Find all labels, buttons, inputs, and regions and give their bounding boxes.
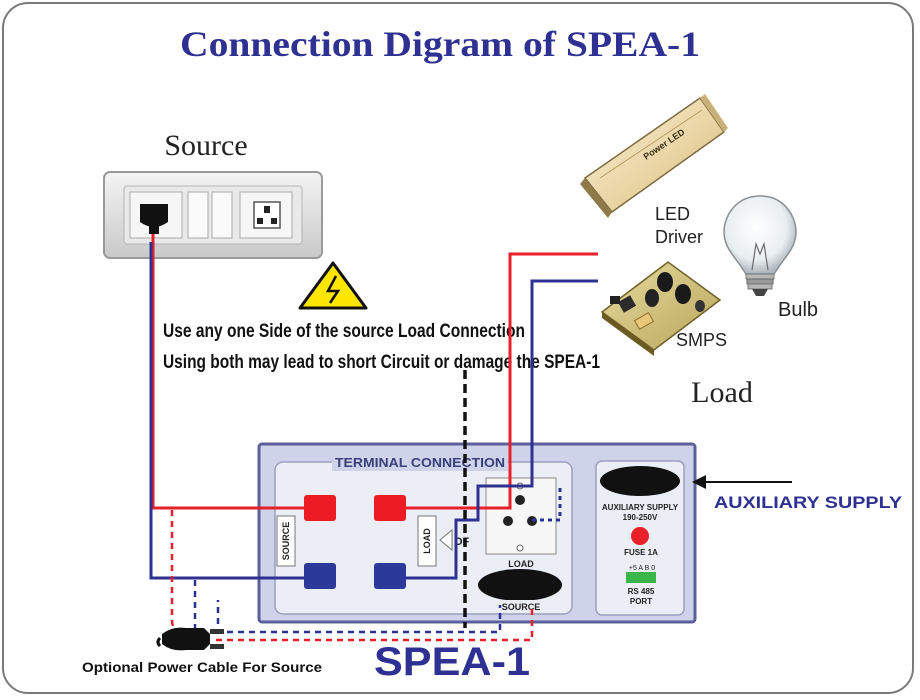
wire-load-blue xyxy=(406,279,598,580)
warning-text-line1: Use any one Side of the source Load Conn… xyxy=(163,321,525,342)
wire-source-red xyxy=(151,234,304,510)
load-terminal-red xyxy=(374,495,406,521)
load-socket-label: LOAD xyxy=(508,559,534,569)
auxiliary-supply-label: AUXILIARY SUPPLY xyxy=(714,494,902,512)
load-terminal-tag: LOAD xyxy=(422,528,432,554)
spea-terminal-panel: TERMINAL CONNECTION SOURCE LOAD OF LOAD … xyxy=(257,442,697,624)
led-driver-label-line2: Driver xyxy=(655,227,703,247)
power-plug-icon xyxy=(156,627,224,651)
source-terminal-blue xyxy=(304,563,336,589)
device-name-label: SPEA-1 xyxy=(374,640,530,684)
rs485-label-line2: PORT xyxy=(630,597,652,606)
warning-text-line2: Using both may lead to short Circuit or … xyxy=(163,352,600,373)
source-terminal-red xyxy=(304,495,336,521)
source-socket-label: SOURCE xyxy=(502,602,541,612)
bulb-icon xyxy=(723,195,797,296)
led-driver-label-line1: LED xyxy=(655,204,690,224)
wire-optional-red-dashed xyxy=(170,510,178,641)
source-socket xyxy=(478,569,562,601)
rs485-label-line1: RS 485 xyxy=(628,587,655,596)
smps-board-icon xyxy=(600,261,722,356)
auxiliary-supply-arrow xyxy=(692,475,792,489)
terminal-connection-label: TERMINAL CONNECTION xyxy=(335,456,505,470)
smps-label: SMPS xyxy=(676,330,727,350)
wire-load-red xyxy=(406,252,598,510)
source-label: Source xyxy=(164,129,247,162)
diagram-title: Connection Digram of SPEA-1 xyxy=(180,24,700,64)
load-terminal-blue xyxy=(374,563,406,589)
wire-source-blue xyxy=(149,242,304,580)
rs485-connector xyxy=(626,572,656,583)
aux-supply-panel-line1: AUXILIARY SUPPLY xyxy=(602,503,679,512)
wire-socket-blue-dotted xyxy=(532,486,562,522)
load-label: Load xyxy=(691,376,753,409)
led-driver-icon: Power LED xyxy=(580,94,728,218)
rs485-pins: +5 A B 0 xyxy=(629,565,655,572)
wire-optional-blue-dashed-h xyxy=(216,605,502,634)
source-terminal-tag: SOURCE xyxy=(281,522,291,561)
fuse-indicator xyxy=(631,527,649,545)
wall-socket-icon xyxy=(103,171,323,259)
warning-triangle-icon xyxy=(298,261,368,310)
load-socket xyxy=(485,477,557,555)
fuse-label: FUSE 1A xyxy=(624,548,658,557)
auxiliary-supply-socket xyxy=(600,466,680,496)
optional-cable-label: Optional Power Cable For Source xyxy=(82,659,322,675)
bulb-label: Bulb xyxy=(778,299,818,321)
aux-supply-panel-line2: 190-250V xyxy=(623,513,658,522)
